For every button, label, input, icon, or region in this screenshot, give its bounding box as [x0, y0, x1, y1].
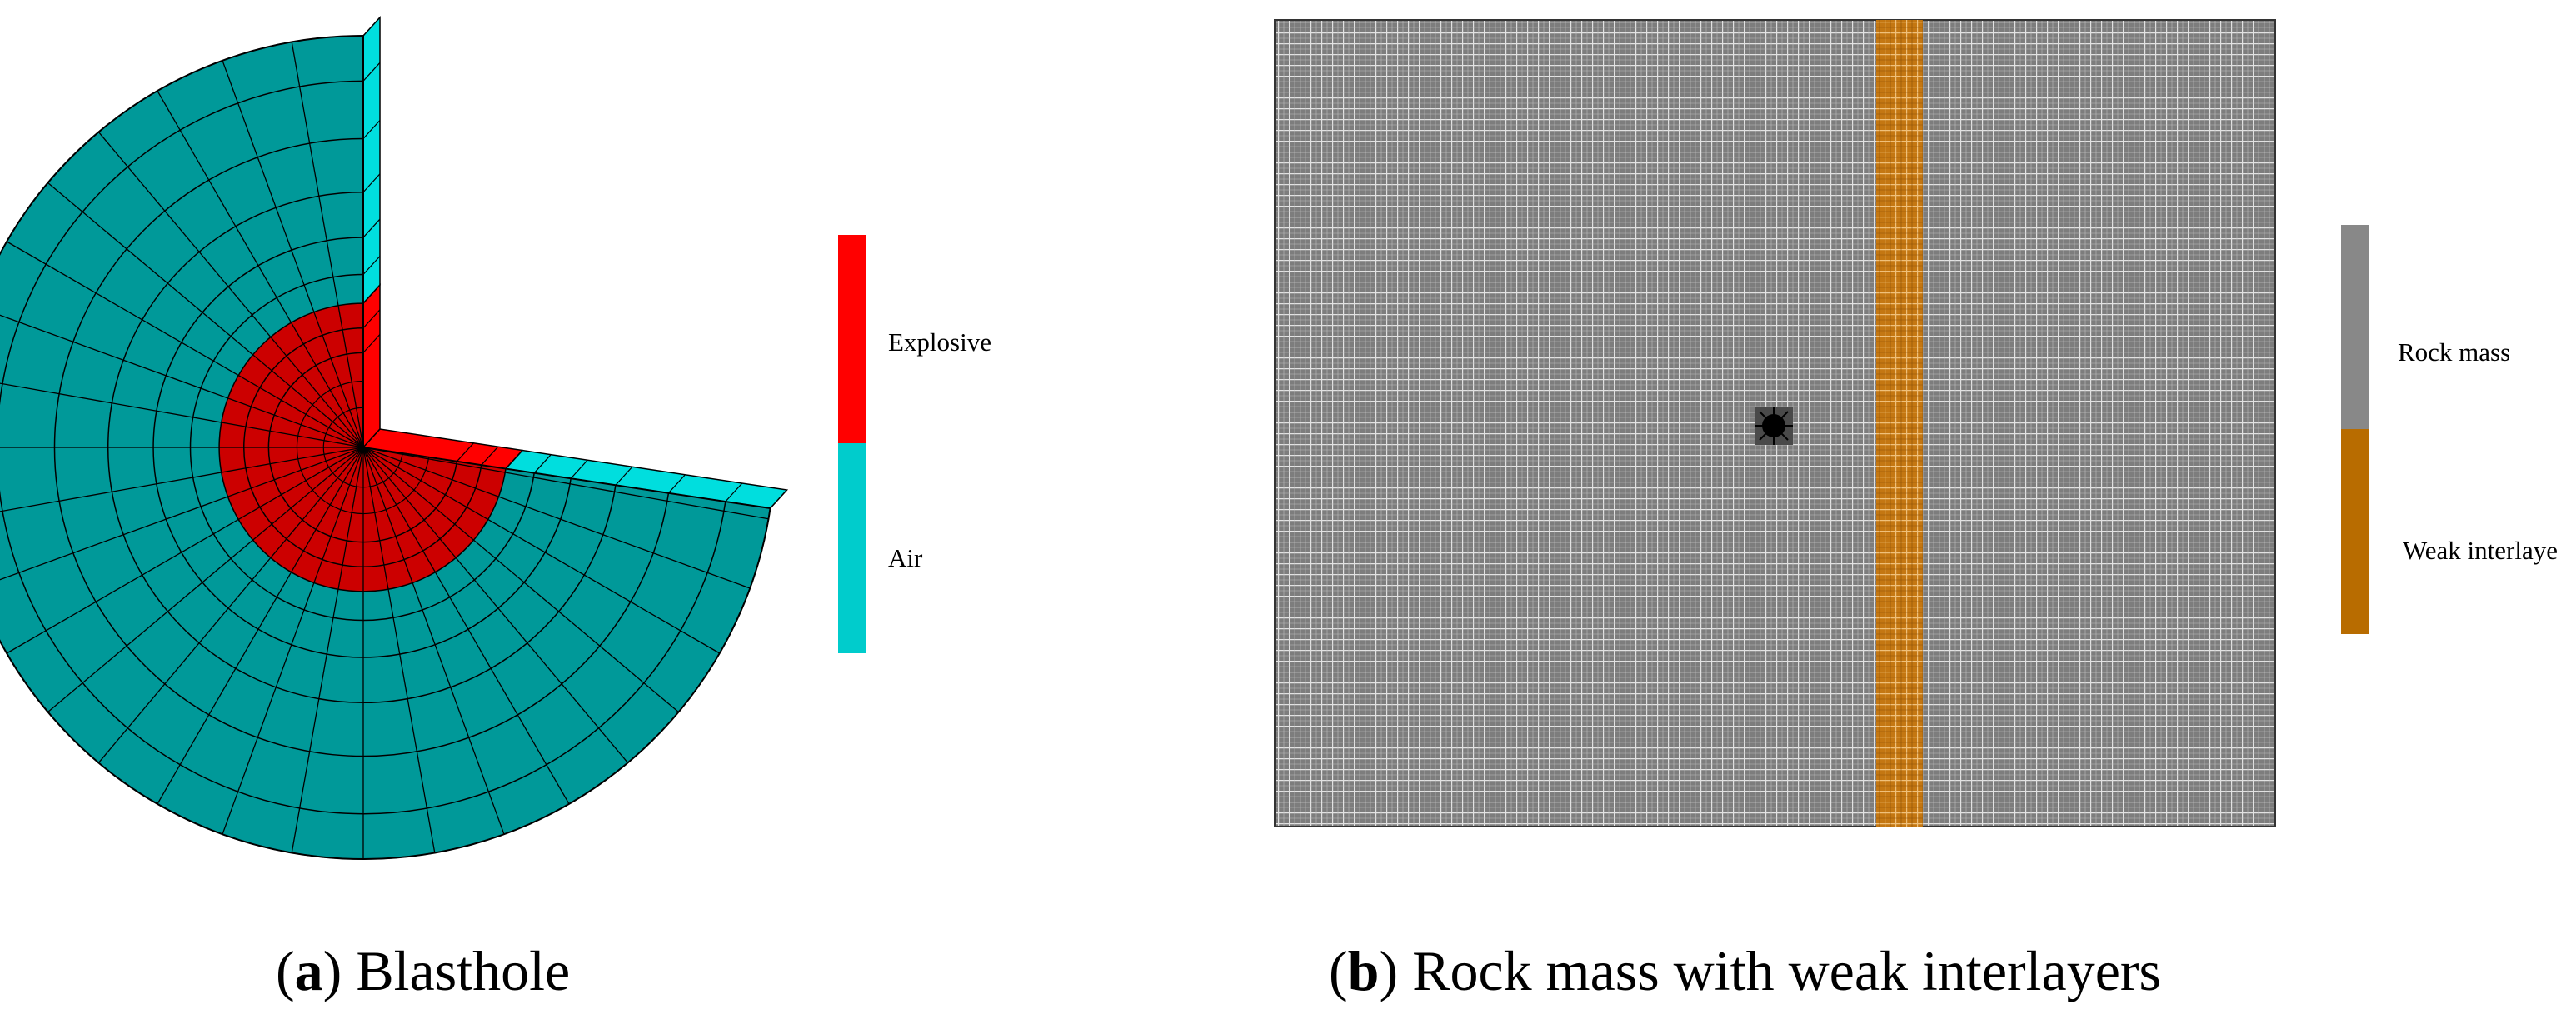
mesh-spoke	[362, 447, 436, 853]
mesh-spoke	[97, 447, 364, 763]
mesh-spoke	[0, 447, 364, 581]
mesh-spoke	[222, 447, 364, 835]
legend-swatch-rock-mass	[2341, 225, 2369, 429]
weak-interlayer-band	[1876, 20, 1923, 827]
legend-label-air: Air	[888, 543, 923, 572]
mesh-spoke	[222, 60, 364, 448]
mesh-spoke	[0, 314, 364, 448]
mesh-extrusion-edge	[362, 284, 381, 304]
mesh-spoke	[362, 447, 505, 835]
mesh-extrusion-edge	[533, 454, 552, 474]
mesh-extrusion-edge	[362, 17, 381, 37]
mesh-extrusion-edge	[362, 173, 381, 193]
caption-b-letter: b	[1348, 939, 1380, 1002]
explosive-side-face-top	[362, 283, 381, 449]
mesh-spoke	[291, 42, 364, 448]
mesh-spoke	[47, 182, 364, 448]
mesh-extrusion-edge	[362, 120, 381, 139]
blasthole-outline	[0, 34, 771, 860]
mesh-spoke	[362, 447, 570, 805]
mesh-extrusion-edge	[570, 459, 588, 479]
mesh-spoke	[47, 447, 364, 713]
mesh-spoke	[6, 241, 364, 448]
legend-label-rock-mass: Rock mass	[2398, 337, 2510, 367]
caption-a-text: Blasthole	[342, 939, 570, 1002]
panel-a-blasthole: Explosive Air (a) Blasthole	[0, 16, 991, 1002]
legend-label-explosive: Explosive	[888, 327, 991, 357]
mesh-extrusion-edge	[725, 482, 743, 502]
mesh-ring-2	[218, 302, 507, 592]
mesh-spoke	[6, 447, 364, 654]
legend-label-weak-interlayer: Weak interlaye	[2403, 536, 2558, 565]
mesh-extrusion-edge	[667, 474, 686, 494]
mesh-extrusion-edge	[505, 450, 523, 469]
mesh-ring-0	[267, 352, 458, 543]
mesh-extrusion-edge	[362, 218, 381, 238]
mesh-spoke	[0, 447, 364, 512]
mesh-extrusion-edge	[456, 442, 474, 462]
caption-b: (b) Rock mass with weak interlayers	[1329, 939, 2161, 1002]
blasthole-mesh	[0, 16, 789, 860]
mesh-ring-6	[53, 137, 670, 757]
caption-a: (a) Blasthole	[276, 939, 570, 1002]
air-face	[0, 36, 771, 859]
mesh-ring-5	[107, 191, 617, 704]
mesh-extrusion-edge	[362, 309, 381, 329]
mesh-spoke	[291, 447, 364, 853]
caption-b-text: Rock mass with weak interlayers	[1398, 939, 2161, 1002]
mesh-spoke	[0, 382, 364, 448]
legend-swatch-explosive	[838, 235, 866, 443]
mesh-spoke	[157, 447, 364, 805]
caption-a-letter: a	[295, 939, 323, 1002]
mesh-ring-1	[243, 327, 482, 567]
blasthole-marker	[1755, 407, 1793, 445]
mesh-spoke	[362, 447, 769, 520]
mesh-spoke	[362, 447, 629, 763]
mesh-spoke	[362, 447, 721, 654]
legend-b: Rock mass Weak interlaye	[2341, 225, 2558, 634]
mesh-ring-7	[0, 80, 726, 815]
legend-a: Explosive Air	[838, 235, 991, 653]
mesh-spoke	[157, 90, 364, 448]
mesh-extrusion-edge	[362, 333, 381, 353]
panel-b-rock-mass: Rock mass Weak interlaye (b) Rock mass w…	[1274, 19, 2558, 1002]
mesh-spoke	[362, 447, 751, 589]
mesh-spoke	[362, 447, 679, 713]
mesh-extrusion-edge	[615, 466, 633, 486]
mesh-extrusion-edge	[362, 62, 381, 82]
legend-swatch-weak-interlayer	[2341, 429, 2369, 634]
mesh-spoke	[97, 132, 364, 448]
mesh-extrusion-edge	[481, 446, 499, 466]
mesh-extrusion-edge	[362, 256, 381, 275]
legend-swatch-air	[838, 443, 866, 653]
mesh-extrusion-edge	[770, 489, 788, 509]
air-side-face-top	[362, 16, 381, 306]
